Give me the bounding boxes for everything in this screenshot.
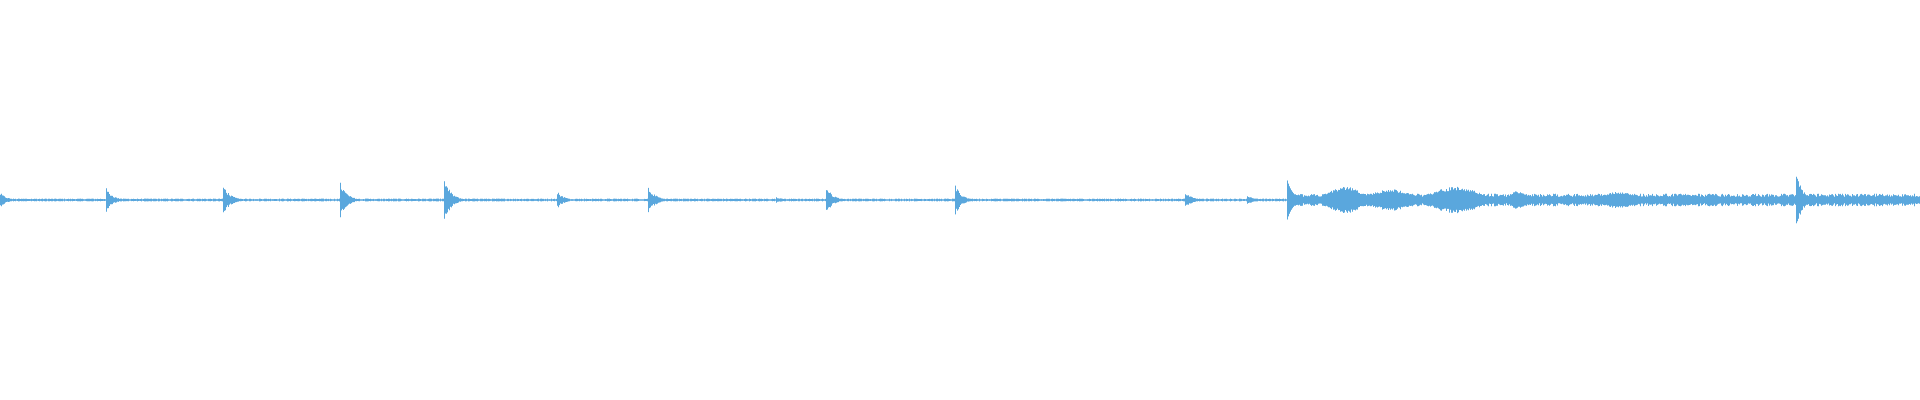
waveform-path [0,176,1920,224]
